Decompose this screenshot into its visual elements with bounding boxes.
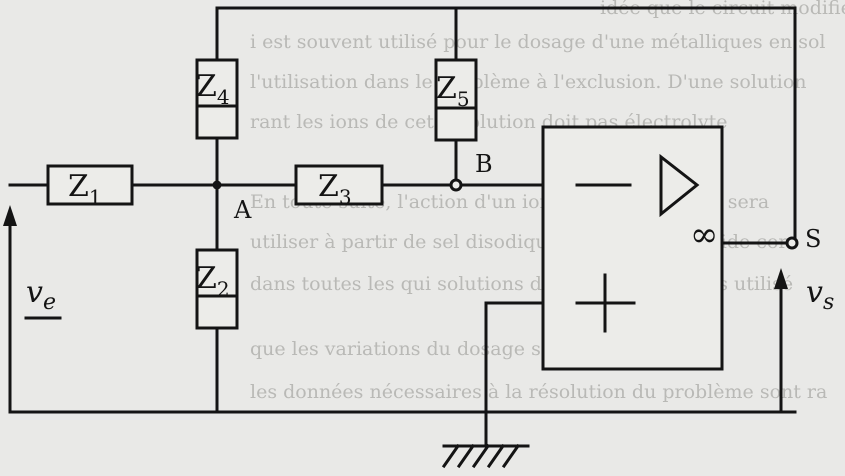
ground-symbol xyxy=(441,443,530,469)
impedance-z3: Z3 xyxy=(294,164,384,209)
wire-plus-ground xyxy=(484,301,545,448)
impedance-z1: Z1 xyxy=(46,164,134,209)
svg-text:Z1: Z1 xyxy=(68,169,102,209)
impedance-z5: Z5 xyxy=(434,58,478,142)
ve-label: ve xyxy=(26,275,56,315)
ve-arrow-head-icon xyxy=(3,205,17,226)
svg-text:Z3: Z3 xyxy=(318,169,352,209)
node-s-label: S xyxy=(805,225,821,253)
opamp-triangle-icon xyxy=(659,153,700,218)
opamp: ∞ xyxy=(541,125,724,371)
vs-arrow-head-icon xyxy=(774,268,788,289)
nodes: A B S xyxy=(212,150,821,253)
bg-line-9: les données nécessaires à la résolution … xyxy=(250,381,827,403)
svg-text:Z2: Z2 xyxy=(196,261,230,301)
svg-text:Z5: Z5 xyxy=(436,71,470,111)
impedance-z4: Z4 xyxy=(195,58,239,140)
node-s-dot xyxy=(785,236,799,250)
vs-label: vs xyxy=(806,275,834,315)
impedance-z2: Z2 xyxy=(195,248,239,330)
bg-line-2: i est souvent utilisé pour le dosage d'u… xyxy=(250,31,826,53)
node-a-dot xyxy=(212,180,222,190)
opamp-body xyxy=(541,125,724,371)
voltage-vs: vs xyxy=(774,268,834,414)
node-b-dot xyxy=(449,178,463,192)
node-b-label: B xyxy=(475,150,493,178)
opamp-gain: ∞ xyxy=(690,215,718,255)
voltage-ve: ve xyxy=(3,205,62,414)
bg-line-3: l'utilisation dans le problème à l'exclu… xyxy=(250,71,807,93)
svg-text:Z4: Z4 xyxy=(196,69,230,109)
node-a-label: A xyxy=(233,196,252,224)
